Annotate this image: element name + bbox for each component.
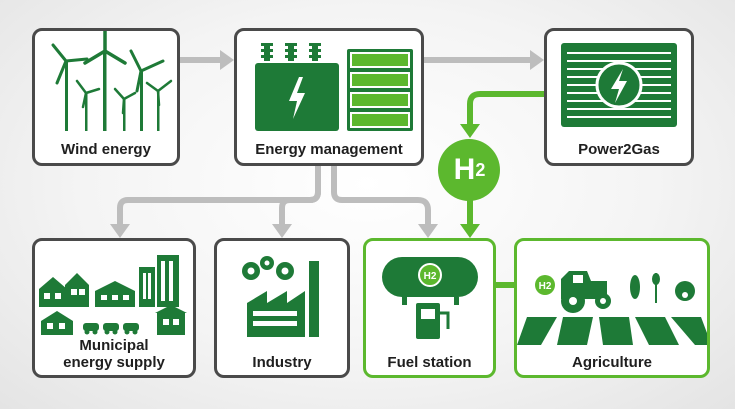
- arrow-wind-to-management: [180, 50, 234, 70]
- node-power2gas: Power2Gas: [544, 28, 694, 166]
- hydrogen-subscript: 2: [475, 159, 485, 180]
- factory-icon: [242, 256, 319, 337]
- arrow-power2gas-to-h2: [467, 91, 544, 126]
- energy-management-label: Energy management: [255, 141, 403, 158]
- svg-text:H2: H2: [539, 281, 552, 292]
- power-plant-icon: [561, 43, 677, 127]
- municipal-label: Municipal energy supply: [35, 337, 193, 371]
- tractor-fields-icon: H2: [517, 271, 707, 345]
- wind-energy-label: Wind energy: [61, 141, 151, 158]
- hydrogen-tank-pump-icon: H2: [382, 257, 478, 339]
- svg-text:H2: H2: [424, 271, 437, 282]
- fuel-station-label: Fuel station: [387, 354, 472, 371]
- node-municipal-energy-supply: Municipal energy supply: [32, 238, 196, 378]
- arrow-management-to-power2gas: [424, 50, 544, 70]
- battery-transformer-icon: [255, 43, 413, 131]
- node-energy-management: Energy management: [234, 28, 424, 166]
- node-wind-energy: Wind energy: [32, 28, 180, 166]
- node-agriculture: H2 Agriculture: [514, 238, 710, 378]
- power2gas-label: Power2Gas: [578, 141, 660, 158]
- arrowhead-industry: [272, 224, 292, 238]
- wind-turbines-icon: [51, 31, 173, 131]
- node-fuel-station: H2 Fuel station: [363, 238, 496, 378]
- arrowhead-h2: [460, 124, 480, 138]
- arrowhead-municipal: [110, 224, 130, 238]
- hydrogen-letter: H: [453, 153, 476, 186]
- town-icon: [39, 255, 187, 335]
- arrows-management-to-consumers: [117, 166, 431, 226]
- node-industry: Industry: [214, 238, 350, 378]
- industry-label: Industry: [252, 354, 312, 371]
- arrow-h2-to-fuel: [460, 200, 480, 238]
- municipal-label-line1: Municipal: [79, 337, 149, 354]
- agriculture-label: Agriculture: [571, 354, 652, 371]
- arrowhead-fuel: [418, 224, 438, 238]
- municipal-label-line2: energy supply: [63, 354, 165, 371]
